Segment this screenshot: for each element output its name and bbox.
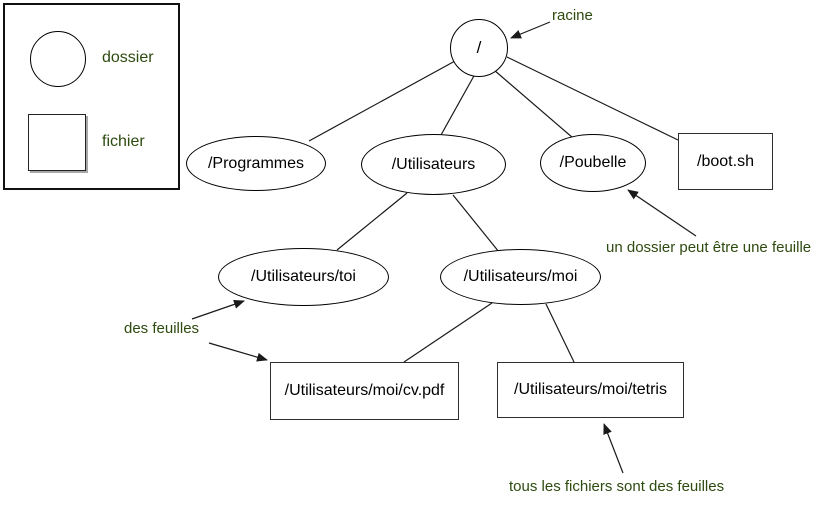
node-utilisateurs-moi-label: /Utilisateurs/moi <box>463 268 578 285</box>
annotation-racine: racine <box>552 7 593 24</box>
node-root-label: / <box>476 38 482 57</box>
edge-utilisateurs-moi <box>452 194 500 253</box>
node-tetris: /Utilisateurs/moi/tetris <box>497 362 684 418</box>
arrow-note-to-poubelle <box>627 189 697 237</box>
node-cv-pdf: /Utilisateurs/moi/cv.pdf <box>270 362 459 420</box>
node-poubelle-label: /Poubelle <box>559 154 627 171</box>
node-boot-sh-label: /boot.sh <box>697 152 754 170</box>
legend-label-fichier: fichier <box>102 133 145 150</box>
node-utilisateurs-label: /Utilisateurs <box>391 155 476 173</box>
edge-moi-tetris <box>545 303 575 363</box>
node-utilisateurs-toi-label: /Utilisateurs/toi <box>251 268 356 285</box>
folder-circle-icon <box>30 31 86 87</box>
node-boot-sh: /boot.sh <box>678 133 773 190</box>
annotation-dossier-feuille: un dossier peut être une feuille <box>606 239 812 256</box>
file-square-icon <box>28 114 86 171</box>
node-programmes: /Programmes <box>186 136 326 191</box>
arrow-feuilles-to-toi <box>191 300 245 320</box>
annotation-fichiers-feuilles: tous les fichiers sont des feuilles <box>509 478 725 495</box>
node-cv-pdf-label: /Utilisateurs/moi/cv.pdf <box>284 382 445 399</box>
edge-root-programmes <box>308 60 456 142</box>
arrow-feuilles-to-cv <box>208 342 268 362</box>
legend-label-dossier: dossier <box>102 49 154 66</box>
node-root: / <box>450 19 508 77</box>
edge-root-utilisateurs <box>440 73 476 136</box>
edge-root-boot <box>506 56 679 141</box>
edge-utilisateurs-toi <box>336 192 408 251</box>
edge-root-poubelle <box>493 69 574 139</box>
node-tetris-label: /Utilisateurs/moi/tetris <box>514 381 667 398</box>
legend-box: dossier fichier <box>3 3 180 190</box>
arrow-note-to-tetris <box>603 423 624 474</box>
node-programmes-label: /Programmes <box>207 154 305 172</box>
node-poubelle: /Poubelle <box>540 134 646 192</box>
arrow-racine-to-root <box>510 21 551 39</box>
node-utilisateurs-toi: /Utilisateurs/toi <box>218 248 389 306</box>
annotation-des-feuilles: des feuilles <box>124 320 200 337</box>
node-utilisateurs: /Utilisateurs <box>361 134 506 195</box>
node-utilisateurs-moi: /Utilisateurs/moi <box>440 249 601 305</box>
edge-moi-cv <box>403 302 493 363</box>
